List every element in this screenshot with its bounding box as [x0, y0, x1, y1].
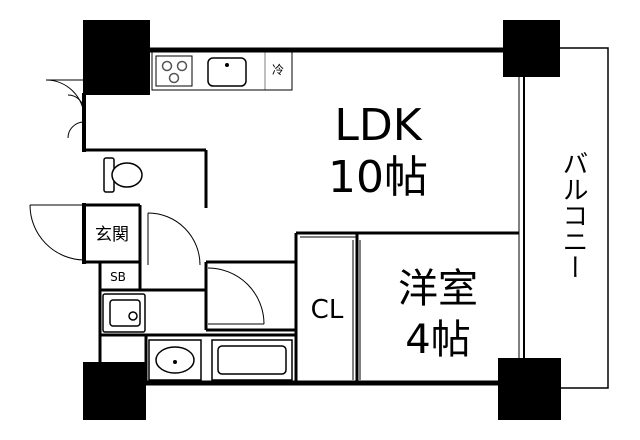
- toilet-icon: [103, 157, 143, 193]
- exterior-walls: [82, 47, 525, 386]
- balcony-label: バルコニー: [558, 150, 588, 280]
- structural-pillars: [83, 20, 561, 420]
- pillar-bottom-right: [498, 358, 561, 420]
- washbasin-icon: [148, 339, 202, 381]
- interior-walls: [84, 148, 519, 383]
- ldk-size-label: 10帖: [328, 152, 428, 203]
- fridge-label: 冷: [272, 63, 284, 77]
- fridge-space: [264, 51, 293, 91]
- pillar-top-left: [83, 20, 150, 95]
- closet-label: CL: [311, 295, 344, 325]
- stove-burner-icon: [161, 60, 173, 72]
- door-swings: [29, 79, 265, 325]
- ldk-name-label: LDK: [334, 100, 422, 151]
- entrance-label: 玄関: [95, 225, 129, 245]
- western-room-size-label: 4帖: [405, 317, 470, 363]
- shoe-box-label: SB: [110, 270, 126, 284]
- sliding-doors: [300, 236, 361, 380]
- pillar-top-right: [503, 20, 560, 77]
- pillar-bottom-left: [83, 362, 146, 420]
- washing-machine-icon: [102, 293, 146, 333]
- western-room-name-label: 洋室: [398, 266, 478, 312]
- stove-burner-icon: [176, 60, 188, 72]
- bathtub-icon: [211, 339, 293, 381]
- kitchen-sink: [207, 57, 247, 87]
- kitchen-counter: 冷: [151, 51, 293, 91]
- balcony-outline: [560, 47, 609, 389]
- stove-burner-icon: [168, 72, 180, 84]
